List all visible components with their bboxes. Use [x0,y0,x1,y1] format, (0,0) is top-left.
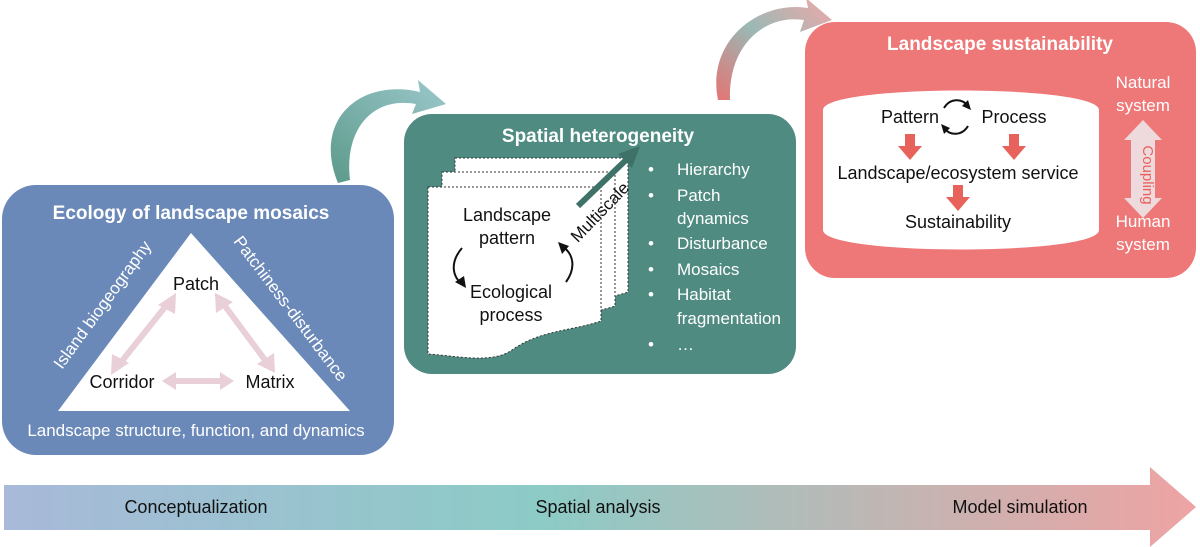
bullet-text: … [677,335,694,354]
patch-corridor-arrow [111,293,176,375]
svg-text:•: • [648,335,654,354]
panel-heterogeneity-title: Spatial heterogeneity [502,126,695,147]
svg-text:•: • [648,260,654,279]
sust-sustainability: Sustainability [905,212,1011,232]
natural-system-line2: system [1116,96,1170,115]
stage-spatial-analysis: Spatial analysis [535,497,660,517]
svg-text:•: • [648,285,654,304]
node-patch: Patch [173,274,219,294]
human-system-line2: system [1116,235,1170,254]
bullet-item: • Disturbance [648,234,768,253]
svg-text:•: • [648,234,654,253]
panel-mosaics-title: Ecology of landscape mosaics [53,203,330,224]
heterogeneity-bullet-list: • Hierarchy • Patch dynamics • Disturban… [648,160,781,354]
curved-arrow-to-heterogeneity [330,80,446,183]
landscape-pattern-line2: pattern [479,228,535,248]
human-system-line1: Human [1116,212,1171,231]
bullet-item: • Patch dynamics [648,186,749,228]
ecological-process-line2: process [479,305,542,325]
panel-spatial-heterogeneity: Spatial heterogeneity Multiscale Landsca… [404,114,796,374]
red-arrow-service-to-sustainability [946,185,970,211]
red-arrow-pattern-to-service [898,134,922,160]
progression-arrow: Conceptualization Spatial analysis Model… [4,467,1196,547]
bullet-item: • Habitat fragmentation [648,285,781,328]
sust-pattern: Pattern [881,107,939,127]
bullet-text: Hierarchy [677,160,750,179]
node-corridor: Corridor [89,372,154,392]
panel-sustainability-title: Landscape sustainability [887,34,1113,55]
bullet-text: fragmentation [677,309,781,328]
coupling-double-arrow [1124,120,1162,218]
bullet-text: Patch [677,186,720,205]
pattern-process-cycle-arrows [941,99,971,135]
bullet-item: • Mosaics [648,260,739,279]
svg-text:•: • [648,186,654,205]
bullet-text: Disturbance [677,234,768,253]
ecological-process-line1: Ecological [470,282,552,302]
bullet-item: • … [648,335,694,354]
bullet-text: Mosaics [677,260,739,279]
sustainability-inner-box [823,90,1099,250]
panel-landscape-sustainability: Landscape sustainability Pattern Process… [805,22,1196,278]
label-coupling: Coupling [1139,145,1156,204]
corridor-matrix-arrow [162,372,234,390]
stage-conceptualization: Conceptualization [124,497,267,517]
bullet-item: • Hierarchy [648,160,750,179]
bullet-text: dynamics [677,209,749,228]
svg-text:•: • [648,160,654,179]
node-matrix: Matrix [246,372,295,392]
panel-landscape-mosaics: Ecology of landscape mosaics Patch Corri… [2,185,394,455]
patch-corridor-matrix-triangle [58,233,350,411]
natural-system-line1: Natural [1116,73,1171,92]
landscape-pattern-line1: Landscape [463,205,551,225]
curved-arrow-to-sustainability [716,0,832,100]
bullet-text: Habitat [677,285,731,304]
stage-model-simulation: Model simulation [952,497,1087,517]
sust-service: Landscape/ecosystem service [837,163,1078,183]
pattern-process-feedback-arrows [452,242,574,288]
sust-process: Process [981,107,1046,127]
multiscale-arrow [575,146,640,209]
panel-mosaics-caption: Landscape structure, function, and dynam… [27,421,364,440]
patch-matrix-arrow [215,293,275,373]
red-arrow-process-to-service [1002,134,1026,160]
